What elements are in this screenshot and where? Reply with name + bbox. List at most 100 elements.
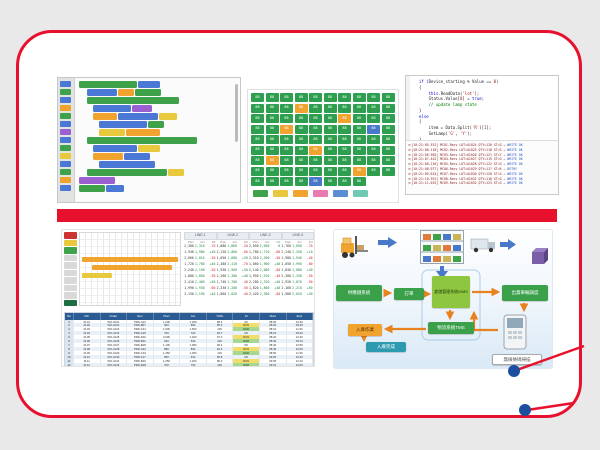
table-cell: 1,940 bbox=[180, 335, 207, 340]
table-cell: PRD-D28 bbox=[127, 362, 154, 366]
group-title: LINE-3 bbox=[249, 232, 282, 240]
numeric-cell: 1,860 bbox=[259, 285, 270, 290]
block-toolbox bbox=[58, 78, 75, 202]
numeric-cell: 2,190 bbox=[194, 268, 205, 273]
numeric-cell: 1,910 bbox=[259, 274, 270, 279]
gantt-bar bbox=[82, 273, 112, 278]
grid-cell: 88 bbox=[294, 177, 308, 186]
table-cell: 1,350 bbox=[180, 351, 207, 355]
group-title: LINE-4 bbox=[281, 232, 314, 240]
numeric-cell: -70 bbox=[209, 244, 216, 249]
table-cell: 08:40 bbox=[260, 343, 287, 348]
numeric-cell: 2,260 bbox=[216, 274, 227, 279]
table-cell: 8 bbox=[65, 347, 74, 351]
column-head: Dif bbox=[244, 240, 248, 245]
numeric-cell: 2,360 bbox=[259, 291, 270, 296]
code-line: SetLamp('G', 'Y'); bbox=[419, 131, 473, 137]
table-header-cell: MC bbox=[74, 313, 101, 320]
code-block bbox=[124, 153, 150, 160]
table-cell: 1,500 bbox=[154, 327, 181, 332]
table-cell: 98.3 bbox=[207, 319, 234, 324]
grid-cell: 88 bbox=[367, 156, 380, 165]
table-cell: WO-1027 bbox=[101, 343, 128, 348]
table-cell: 95.4 bbox=[207, 343, 234, 348]
table-header-cell: Order bbox=[101, 313, 128, 320]
code-block bbox=[99, 161, 155, 168]
table-cell: 2 bbox=[65, 323, 74, 328]
table-cell: RUN bbox=[233, 358, 260, 363]
numeric-cell: 1,880 bbox=[184, 274, 194, 279]
machine-cell bbox=[64, 262, 77, 269]
numeric-cell: 1,870 bbox=[292, 280, 302, 284]
code-line: } bbox=[419, 107, 422, 113]
table-cell: PRD-D02 bbox=[127, 335, 154, 340]
code-block bbox=[87, 169, 167, 176]
numeric-cell: 2,010 bbox=[194, 256, 205, 261]
numeric-cell: 1,950 bbox=[248, 274, 259, 279]
grid-cell: 88 bbox=[323, 103, 337, 113]
grid-cell: 88 bbox=[338, 166, 351, 176]
inbound-done-box: 入庫完成 bbox=[366, 342, 406, 352]
grid-cell: 88 bbox=[338, 145, 351, 155]
grid-cell: 88 bbox=[280, 156, 293, 165]
legend-chip bbox=[333, 189, 348, 197]
grid-cell: 88 bbox=[309, 114, 322, 123]
numeric-cell: 2,260 bbox=[259, 256, 270, 261]
numeric-cell: 1,780 bbox=[248, 250, 259, 255]
grid-cell: 88 bbox=[251, 114, 264, 123]
numeric-cell: 2,310 bbox=[248, 256, 259, 261]
grid-cell: 88 bbox=[294, 103, 308, 113]
block-row bbox=[77, 161, 238, 168]
grid-cell: 88 bbox=[338, 124, 351, 134]
toolbox-block bbox=[60, 97, 71, 103]
table-cell: 4 bbox=[65, 331, 74, 336]
table-cell: PRD-A22 bbox=[127, 347, 154, 351]
column-head: Act bbox=[200, 240, 205, 245]
grid-cell: 88 bbox=[251, 156, 264, 165]
numeric-cell: +40 bbox=[209, 262, 216, 267]
numeric-cell: 2,410 bbox=[227, 262, 237, 267]
numeric-cell: +40 bbox=[306, 291, 313, 296]
machine-cell bbox=[64, 269, 77, 276]
code-line: else bbox=[419, 113, 429, 119]
numeric-cell: 2,050 bbox=[281, 262, 291, 267]
numeric-cell: -40 bbox=[242, 280, 248, 284]
table-cell: 12:40 bbox=[287, 335, 313, 340]
numeric-cell: 1,990 bbox=[184, 285, 194, 290]
code-block bbox=[138, 145, 160, 152]
column-head: Act bbox=[297, 240, 302, 245]
table-cell: M-03 bbox=[74, 327, 101, 332]
grid-cell: 88 bbox=[381, 166, 395, 176]
grid-cell: 88 bbox=[352, 166, 366, 176]
table-header-cell: Yld% bbox=[207, 313, 234, 320]
column-head: Dif bbox=[211, 240, 216, 245]
numeric-cell: 2,380 bbox=[184, 244, 194, 249]
grid-cell: 88 bbox=[265, 103, 279, 113]
numeric-cell: 1,930 bbox=[216, 268, 227, 273]
code-block bbox=[126, 129, 160, 136]
grid-cell: 88 bbox=[294, 145, 308, 155]
grid-cell: 88 bbox=[280, 177, 293, 186]
code-block bbox=[87, 137, 197, 144]
forklift-icon bbox=[340, 234, 372, 267]
grid-cell: 88 bbox=[265, 124, 279, 134]
numeric-cell: +10 bbox=[306, 250, 313, 255]
numeric-cell: 2,150 bbox=[184, 291, 194, 296]
toolbox-block bbox=[60, 161, 71, 167]
table-cell: PRD-B07 bbox=[127, 323, 154, 328]
numeric-cell: 1,980 bbox=[194, 250, 205, 255]
numeric-cell: 2,250 bbox=[292, 250, 302, 255]
table-cell: 830 bbox=[180, 347, 207, 351]
grid-cell: 88 bbox=[265, 93, 279, 102]
